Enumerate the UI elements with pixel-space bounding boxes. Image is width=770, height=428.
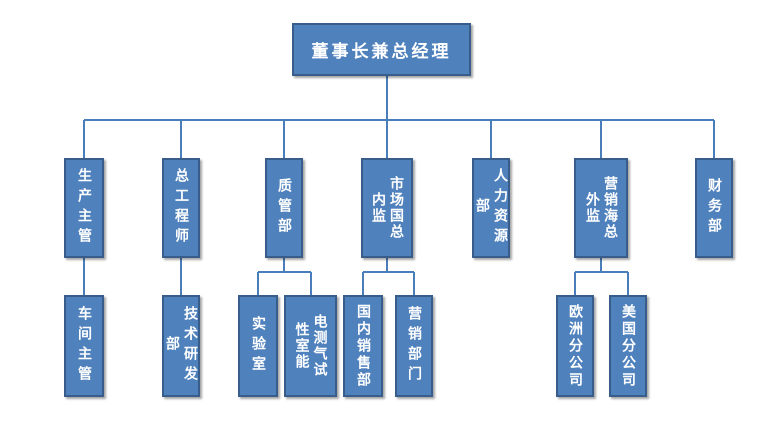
- node-tech-rd-label: 技术研发部: [164, 306, 198, 386]
- root-node-label: 董事长兼总经理: [311, 42, 452, 62]
- node-electrical-label: 电测气试性室能: [293, 314, 328, 378]
- node-quality-department: 质管部: [265, 158, 303, 258]
- node-domestic-sales-label: 国内销售部: [355, 303, 371, 389]
- node-workshop-label: 车间主管: [76, 306, 92, 386]
- node-tech-rd: 技术研发部: [162, 295, 200, 397]
- node-hr-label: 人力资源部: [474, 168, 508, 248]
- node-chief-engineer-label: 总工程师: [173, 168, 189, 248]
- node-us-branch: 美国分公司: [609, 295, 647, 397]
- node-production-label: 生产主管: [76, 168, 92, 248]
- node-workshop-manager: 车间主管: [64, 295, 104, 397]
- node-sales-dept-label: 营销部门: [406, 306, 422, 386]
- node-chief-engineer: 总工程师: [162, 158, 200, 258]
- node-sales-department: 营销部门: [395, 295, 433, 397]
- node-domestic-sales: 国内销售部: [343, 295, 383, 397]
- root-node-chairman: 董事长兼总经理: [292, 23, 471, 76]
- node-production-manager: 生产主管: [64, 158, 104, 258]
- node-electrical-test-room: 电测气试性室能: [284, 295, 337, 397]
- node-overseas-label: 营销海总外监: [584, 176, 618, 240]
- node-finance: 财务部: [695, 158, 733, 258]
- node-domestic-market-label: 市场国总内监: [370, 176, 404, 240]
- node-lab-label: 实验室: [250, 316, 266, 376]
- node-domestic-market: 市场国总内监: [361, 158, 413, 258]
- node-europe-branch: 欧洲分公司: [556, 295, 594, 397]
- node-europe-label: 欧洲分公司: [567, 303, 583, 389]
- node-human-resources: 人力资源部: [472, 158, 510, 258]
- node-quality-label: 质管部: [276, 178, 292, 238]
- node-us-label: 美国分公司: [620, 303, 636, 389]
- node-laboratory: 实验室: [238, 295, 278, 397]
- node-overseas-marketing: 营销海总外监: [574, 158, 628, 258]
- node-finance-label: 财务部: [706, 178, 722, 238]
